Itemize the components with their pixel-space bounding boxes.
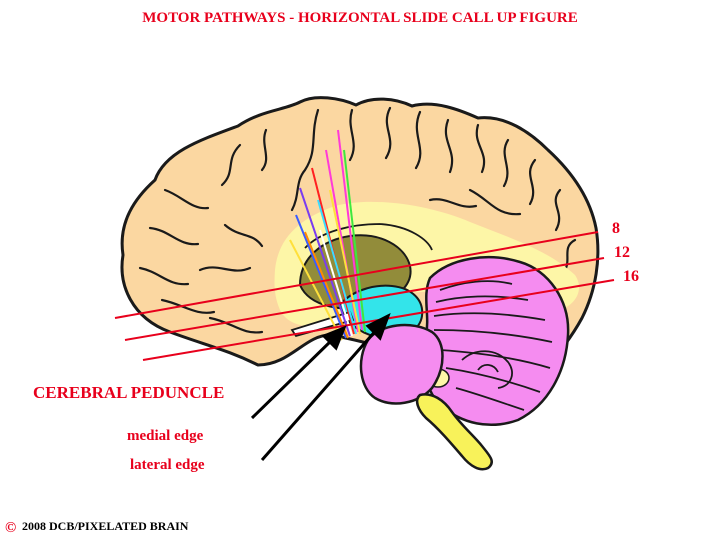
- lateral-edge-arrowhead: [365, 312, 391, 341]
- lateral-ventricle-outline: [304, 223, 433, 251]
- lateral-edge-arrow: [260, 327, 380, 461]
- copyright-text: 2008 DCB/PIXELATED BRAIN: [22, 519, 189, 533]
- medial-edge-label: medial edge: [127, 428, 204, 444]
- medulla: [415, 393, 493, 471]
- motor-fiber-lines: [289, 129, 366, 341]
- copyright-symbol: ©: [5, 520, 16, 536]
- figure-title: MOTOR PATHWAYS - HORIZONTAL SLIDE CALL U…: [142, 10, 578, 26]
- cortical-sulci: [138, 106, 577, 334]
- slice-label-12: 12: [614, 244, 630, 261]
- slice-line-8: [114, 231, 599, 319]
- cerebral-peduncle-label: CEREBRAL PEDUNCLE: [33, 383, 224, 402]
- slice-label-16: 16: [623, 268, 639, 285]
- slice-label-8: 8: [612, 220, 620, 237]
- slice-line-12: [124, 257, 605, 341]
- cerebellar-folia: [433, 280, 553, 411]
- lateral-edge-label: lateral edge: [130, 457, 205, 473]
- medial-edge-arrowhead: [321, 325, 347, 351]
- medial-edge-arrow: [250, 336, 336, 420]
- pons: [359, 323, 444, 405]
- pointer-arrows: [250, 312, 391, 461]
